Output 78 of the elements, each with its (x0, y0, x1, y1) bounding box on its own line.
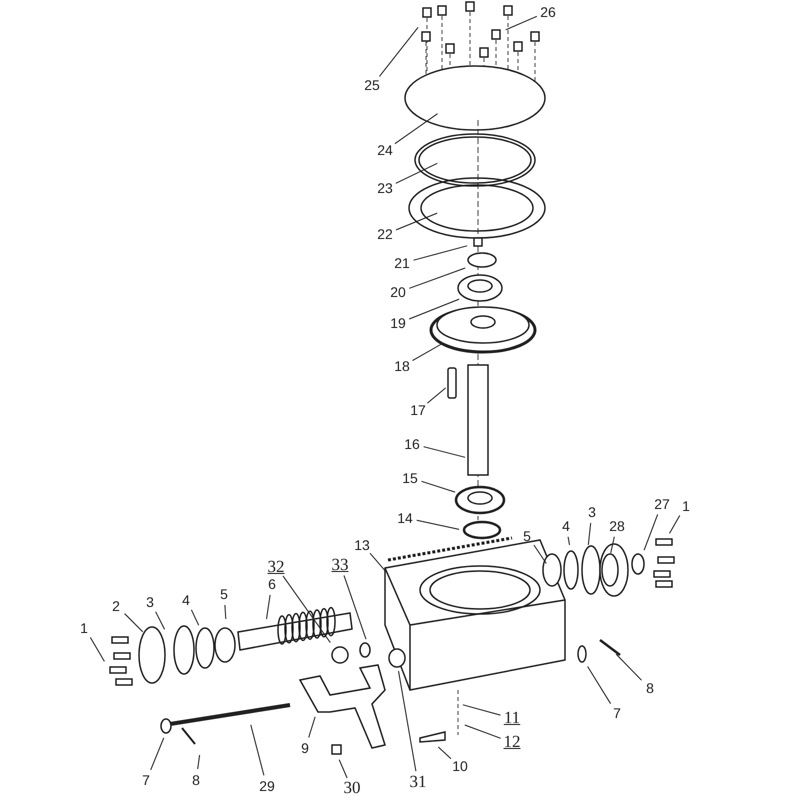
callout-number: 8 (192, 772, 200, 788)
leader-line (250, 724, 264, 776)
leader-line (462, 704, 501, 716)
callout-number: 22 (377, 226, 393, 242)
leader-line (416, 520, 460, 530)
callout-number: 25 (364, 77, 380, 93)
leader-line (338, 759, 348, 778)
leader-line (588, 522, 592, 546)
callout-number: 3 (146, 594, 154, 610)
callout-number: 11 (504, 710, 520, 726)
callout-number: 27 (654, 496, 670, 512)
callout-number: 3 (588, 504, 596, 520)
leader-line (587, 666, 612, 704)
callout-number: 6 (268, 576, 276, 592)
callout-number: 33 (332, 557, 348, 573)
leader-line (421, 480, 456, 493)
leader-line (644, 514, 658, 551)
leader-line (395, 162, 438, 184)
leader-line (197, 754, 200, 770)
callout-number: 29 (259, 778, 275, 794)
leader-line (610, 536, 615, 554)
callout-number: 8 (646, 680, 654, 696)
leader-line (398, 670, 416, 772)
callout-number: 5 (523, 528, 531, 544)
leader-line (533, 544, 547, 564)
callout-number: 5 (220, 586, 228, 602)
callout-number: 17 (410, 402, 426, 418)
callout-number: 23 (377, 180, 393, 196)
leader-line (396, 212, 438, 230)
leader-line (568, 536, 570, 546)
callout-number: 4 (562, 518, 570, 534)
leader-line (412, 343, 443, 362)
callout-number: 28 (609, 518, 625, 534)
leader-line (344, 574, 366, 640)
callout-number: 19 (390, 315, 406, 331)
leader-line (266, 594, 271, 620)
callout-number: 12 (504, 734, 520, 750)
callout-number: 13 (354, 537, 370, 553)
callout-number: 18 (394, 358, 410, 374)
leader-line (408, 268, 466, 289)
leader-line (150, 737, 164, 770)
callout-number: 1 (682, 498, 690, 514)
leader-line (464, 724, 502, 739)
leader-line (438, 746, 452, 760)
leader-line (308, 716, 316, 738)
callout-number: 32 (268, 559, 284, 575)
callout-number: 31 (410, 774, 426, 790)
leader-line (124, 613, 144, 632)
leader-line (616, 654, 642, 681)
leader-line (426, 387, 446, 404)
callout-number: 16 (404, 436, 420, 452)
callout-number: 14 (397, 510, 413, 526)
leader-line (394, 113, 438, 144)
leader-line (413, 245, 468, 261)
callout-number: 7 (613, 705, 621, 721)
leader-line (505, 16, 538, 30)
leader-line (379, 26, 419, 77)
callout-number: 24 (377, 142, 393, 158)
callout-number: 20 (390, 284, 406, 300)
leader-line (155, 611, 166, 630)
callout-number: 1 (80, 620, 88, 636)
callout-number: 21 (394, 255, 410, 271)
leader-line (423, 446, 466, 458)
leader-line (408, 298, 460, 320)
callout-number: 15 (402, 470, 418, 486)
callout-number: 7 (142, 772, 150, 788)
leader-line (190, 609, 200, 626)
leader-line (669, 514, 680, 534)
callout-number: 10 (452, 758, 468, 774)
callout-number: 4 (182, 592, 190, 608)
callout-number: 2 (112, 598, 120, 614)
callout-number: 9 (301, 740, 309, 756)
leader-line (90, 636, 105, 662)
leader-line (282, 575, 331, 644)
leader-line (224, 604, 226, 620)
callout-number: 30 (344, 780, 360, 796)
leader-line (370, 552, 386, 572)
callout-number: 26 (540, 4, 556, 20)
